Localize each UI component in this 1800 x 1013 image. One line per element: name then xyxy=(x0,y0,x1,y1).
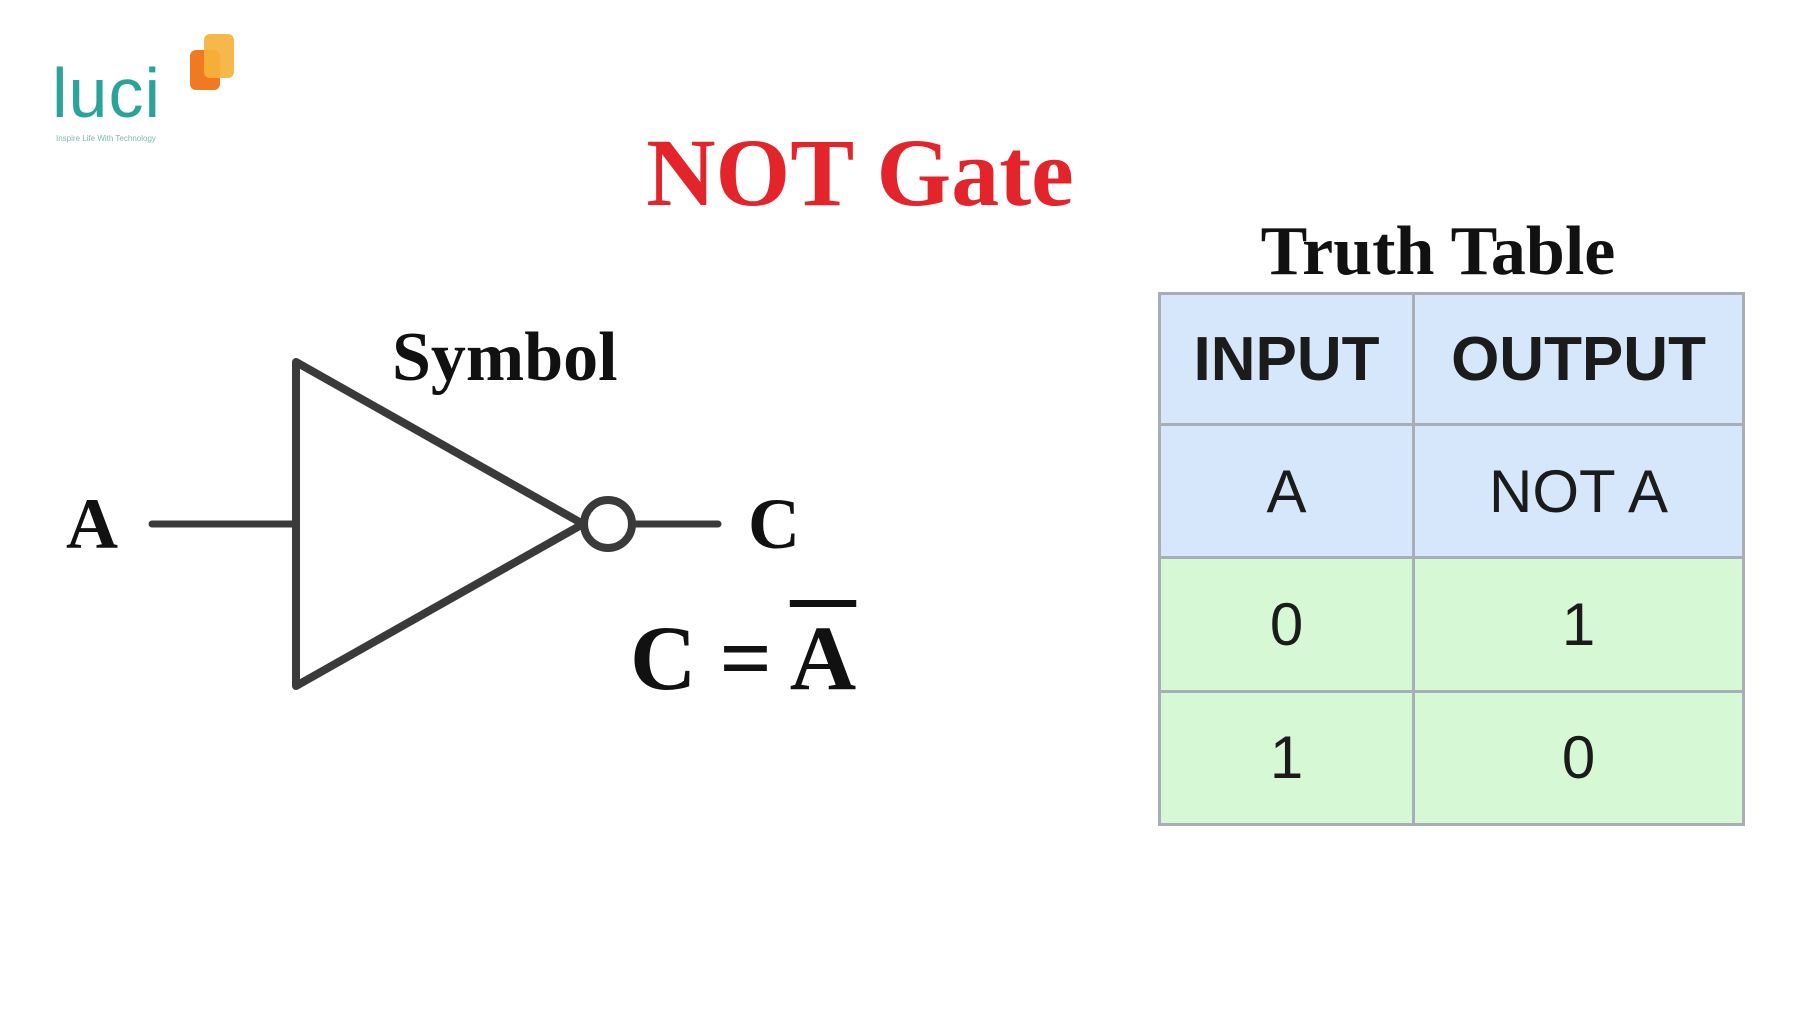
header-output: OUTPUT xyxy=(1412,292,1745,426)
truth-table-title: Truth Table xyxy=(1260,213,1616,290)
subheader-output: NOT A xyxy=(1412,422,1745,560)
symbol-label: Symbol xyxy=(392,319,618,396)
formula-negated-a: A xyxy=(789,607,857,709)
table-cell: 1 xyxy=(1158,689,1415,827)
table-subheader-row: A NOT A xyxy=(1158,422,1745,560)
truth-table: INPUT OUTPUT A NOT A 0 1 1 0 xyxy=(1158,292,1745,827)
logo-text: luci xyxy=(52,54,162,132)
boolean-formula: C = A xyxy=(630,608,856,708)
table-row: 1 0 xyxy=(1158,689,1745,827)
logo-tagline: Inspire Life With Technology xyxy=(56,134,156,143)
header-input: INPUT xyxy=(1158,292,1415,426)
not-gate-symbol xyxy=(148,358,722,690)
table-row: 0 1 xyxy=(1158,556,1745,693)
formula-left: C = xyxy=(630,607,790,709)
gate-triangle xyxy=(292,358,587,690)
output-label: C xyxy=(748,484,800,564)
table-header-row: INPUT OUTPUT xyxy=(1158,292,1745,426)
table-cell: 0 xyxy=(1412,689,1745,827)
inversion-bubble xyxy=(580,496,636,552)
table-cell: 0 xyxy=(1158,556,1415,693)
logo-mark-icon xyxy=(190,34,234,90)
luci-logo: luci Inspire Life With Technology xyxy=(52,32,242,152)
page-title: NOT Gate xyxy=(646,119,1074,226)
subheader-input: A xyxy=(1158,422,1415,560)
input-label: A xyxy=(66,484,118,564)
table-cell: 1 xyxy=(1412,556,1745,693)
